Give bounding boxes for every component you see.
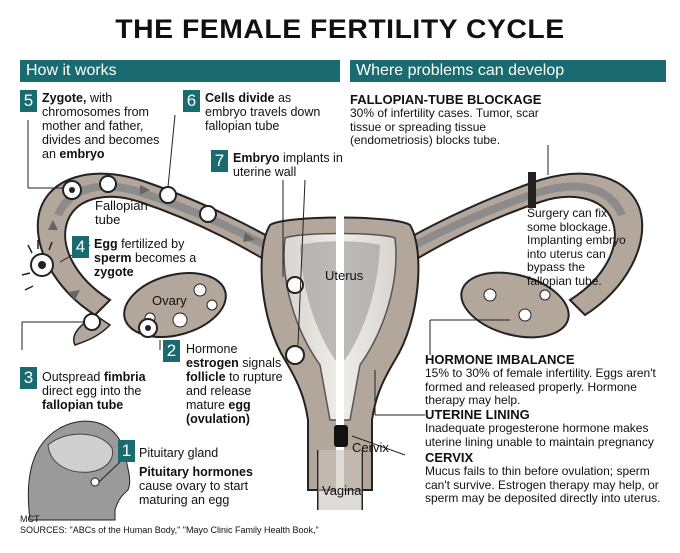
step-4-text: Egg fertilized by sperm becomes a zygote bbox=[94, 237, 197, 279]
sources: SOURCES: "ABCs of the Human Body," "Mayo… bbox=[20, 525, 319, 535]
tube-blockage-mark bbox=[528, 172, 536, 208]
pituitary-gland-icon bbox=[90, 477, 100, 487]
step-5-text: Zygote, with chromosomes from mother and… bbox=[42, 91, 160, 161]
label-ovary: Ovary bbox=[152, 293, 187, 308]
embryo-implanted bbox=[285, 345, 305, 365]
problem-hormone-imbalance: HORMONE IMBALANCE 15% to 30% of female i… bbox=[425, 352, 656, 407]
step-1-number: 1 bbox=[118, 440, 135, 462]
page-title: THE FEMALE FERTILITY CYCLE bbox=[115, 14, 565, 44]
section-header-how-it-works: How it works bbox=[20, 60, 340, 82]
vagina bbox=[318, 450, 362, 510]
step-1-pituitary-label: Pituitary gland bbox=[139, 446, 219, 460]
problem-cervix: CERVIX Mucus fails to thin before ovulat… bbox=[425, 450, 661, 505]
embryo-implanting bbox=[286, 276, 304, 294]
credit: MCT bbox=[20, 514, 40, 524]
step-6-text: Cells divide as embryo travels down fall… bbox=[205, 91, 321, 133]
problem-fallopian-tube-blockage: FALLOPIAN-TUBE BLOCKAGE 30% of infertili… bbox=[350, 92, 542, 147]
problem-uterine-lining: UTERINE LINING Inadequate progesterone h… bbox=[425, 407, 654, 449]
embryo-in-tube bbox=[199, 205, 217, 223]
surgery-note: Surgery can fix some blockage. Implantin… bbox=[527, 206, 626, 288]
direction-arrows bbox=[48, 185, 255, 300]
label-cervix: Cervix bbox=[352, 440, 389, 455]
section-header-problems: Where problems can develop bbox=[350, 60, 666, 82]
cervix-marker bbox=[334, 425, 348, 447]
step-7-number: 7 bbox=[211, 150, 228, 172]
label-vagina: Vagina bbox=[322, 483, 362, 498]
brain-icon bbox=[47, 433, 114, 473]
dividing-cells bbox=[159, 186, 177, 204]
step-1-text: Pituitary hormones cause ovary to start … bbox=[139, 465, 253, 507]
step-5-number: 5 bbox=[20, 90, 37, 112]
label-fallopian-tube: Fallopian tube bbox=[95, 198, 148, 227]
step-3-text: Outspread fimbria direct egg into the fa… bbox=[42, 370, 146, 412]
label-uterus: Uterus bbox=[325, 268, 364, 283]
step-2-text: Hormone estrogen signals follicle to rup… bbox=[186, 342, 283, 426]
sperm bbox=[21, 240, 53, 291]
step-7-text: Embryo implants in uterine wall bbox=[233, 151, 343, 179]
step-3-number: 3 bbox=[20, 367, 37, 389]
step-6-number: 6 bbox=[183, 90, 200, 112]
step-2-number: 2 bbox=[163, 340, 180, 362]
step-4-number: 4 bbox=[72, 236, 89, 258]
